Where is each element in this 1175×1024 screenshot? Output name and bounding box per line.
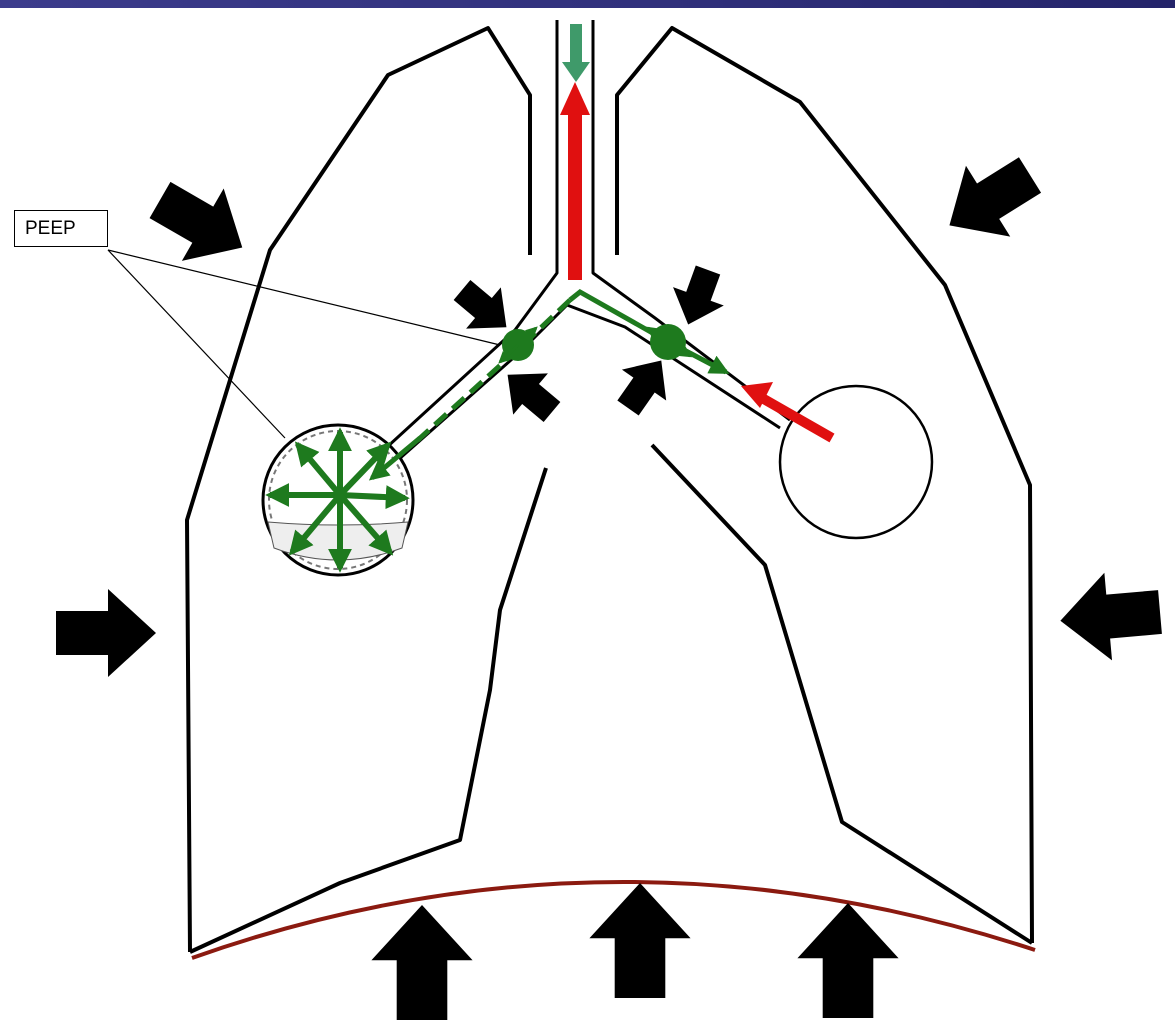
- pressure-arrow-icon: [797, 903, 898, 1018]
- peep-airflow-path: [372, 292, 726, 478]
- pressure-arrow-icon: [490, 354, 569, 433]
- pressure-arrows: [56, 140, 1164, 1020]
- peep-callout-lines: [108, 250, 500, 438]
- right-alveolus: [780, 386, 932, 538]
- trachea: [386, 20, 790, 460]
- pressure-arrow-icon: [139, 164, 263, 284]
- inhale-airflow: [562, 24, 590, 82]
- pressure-arrow-icon: [56, 589, 156, 677]
- left-alveolus: [263, 425, 413, 575]
- exhale-airflow: [560, 82, 832, 438]
- pressure-arrow-icon: [589, 883, 690, 998]
- peep-label: PEEP: [14, 210, 108, 247]
- pressure-arrow-icon: [1057, 568, 1164, 664]
- pressure-arrow-icon: [371, 905, 472, 1020]
- pressure-arrow-icon: [927, 140, 1052, 261]
- pressure-arrow-icon: [663, 261, 734, 334]
- airway-compression-arrows: [445, 261, 734, 433]
